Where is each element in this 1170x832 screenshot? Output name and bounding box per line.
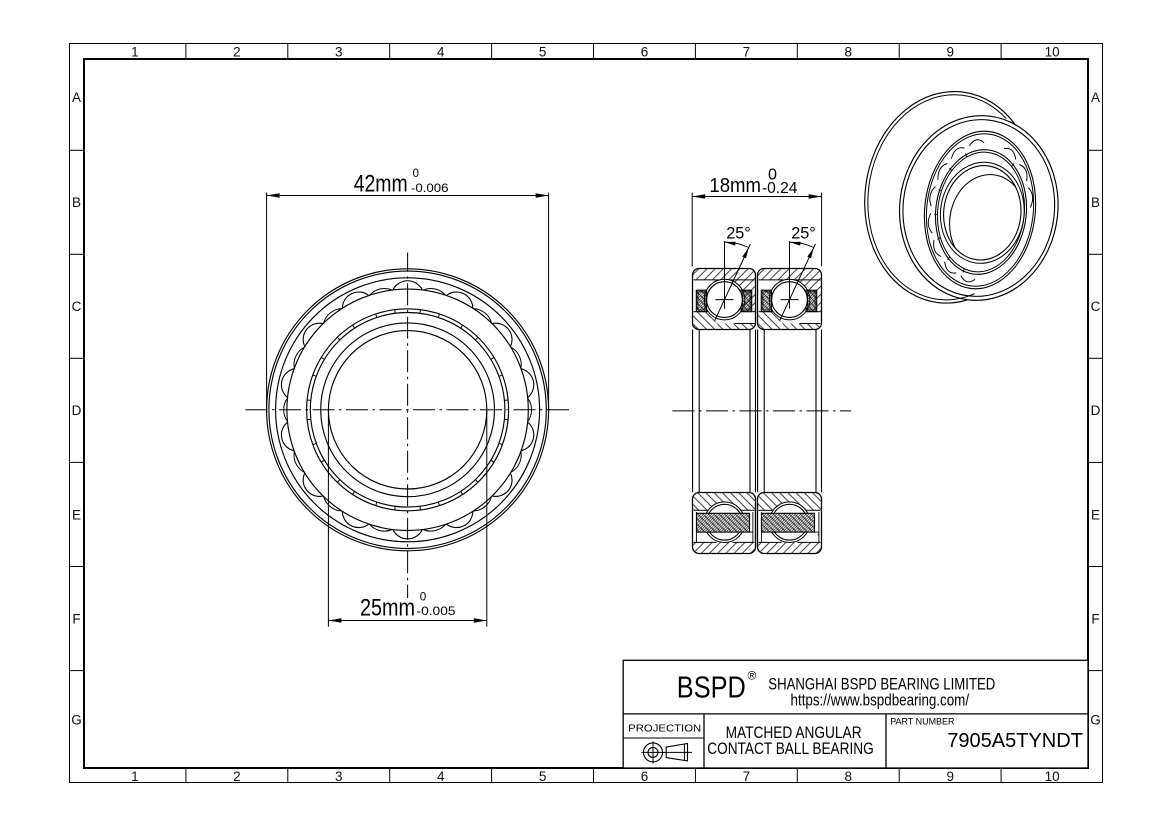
svg-text:SHANGHAI BSPD BEARING LIMITED: SHANGHAI BSPD BEARING LIMITED [768, 674, 995, 693]
svg-text:25mm: 25mm [360, 594, 415, 621]
svg-text:6: 6 [641, 769, 649, 784]
svg-text:25°: 25° [726, 224, 751, 242]
svg-text:0: 0 [413, 168, 420, 180]
svg-text:®: ® [748, 669, 757, 683]
svg-text:10: 10 [1045, 44, 1060, 59]
svg-text:CONTACT BALL BEARING: CONTACT BALL BEARING [707, 739, 874, 758]
svg-text:D: D [1091, 403, 1101, 418]
svg-text:D: D [72, 403, 82, 418]
svg-text:9: 9 [946, 44, 954, 59]
svg-text:F: F [72, 611, 80, 626]
svg-text:3: 3 [335, 769, 343, 784]
svg-text:A: A [1091, 90, 1100, 105]
svg-text:5: 5 [539, 44, 547, 59]
svg-text:C: C [1091, 299, 1101, 314]
svg-text:6: 6 [641, 44, 649, 59]
svg-text:A: A [72, 90, 81, 105]
svg-text:42mm: 42mm [354, 170, 408, 197]
svg-text:PROJECTION: PROJECTION [628, 724, 701, 735]
svg-text:4: 4 [437, 769, 445, 784]
svg-text:7: 7 [743, 44, 751, 59]
svg-text:8: 8 [845, 769, 853, 784]
svg-text:10: 10 [1045, 769, 1060, 784]
svg-text:25°: 25° [791, 224, 816, 242]
svg-text:7: 7 [743, 769, 751, 784]
svg-text:-0.005: -0.005 [417, 606, 456, 618]
svg-text:PART NUMBER: PART NUMBER [890, 716, 954, 727]
svg-text:7905A5TYNDT: 7905A5TYNDT [947, 730, 1083, 752]
svg-text:8: 8 [845, 44, 853, 59]
svg-text:C: C [72, 299, 82, 314]
svg-text:B: B [72, 195, 81, 210]
svg-text:1: 1 [131, 769, 139, 784]
svg-text:-0.006: -0.006 [411, 183, 449, 195]
svg-text:B: B [1091, 195, 1100, 210]
svg-text:18mm: 18mm [709, 175, 761, 197]
svg-text:F: F [1091, 611, 1099, 626]
svg-text:BSPD: BSPD [677, 670, 746, 704]
svg-text:G: G [71, 712, 82, 727]
svg-text:5: 5 [539, 769, 547, 784]
svg-text:https://www.bspdbearing.com/: https://www.bspdbearing.com/ [791, 692, 970, 710]
svg-text:1: 1 [131, 44, 139, 59]
svg-text:2: 2 [233, 44, 241, 59]
svg-text:2: 2 [233, 769, 241, 784]
svg-text:0: 0 [420, 592, 427, 604]
svg-text:3: 3 [335, 44, 343, 59]
svg-text:G: G [1090, 712, 1101, 727]
svg-text:E: E [1091, 507, 1100, 522]
svg-text:E: E [72, 507, 81, 522]
svg-text:-0.24: -0.24 [762, 180, 797, 197]
svg-text:9: 9 [946, 769, 954, 784]
svg-text:4: 4 [437, 44, 445, 59]
